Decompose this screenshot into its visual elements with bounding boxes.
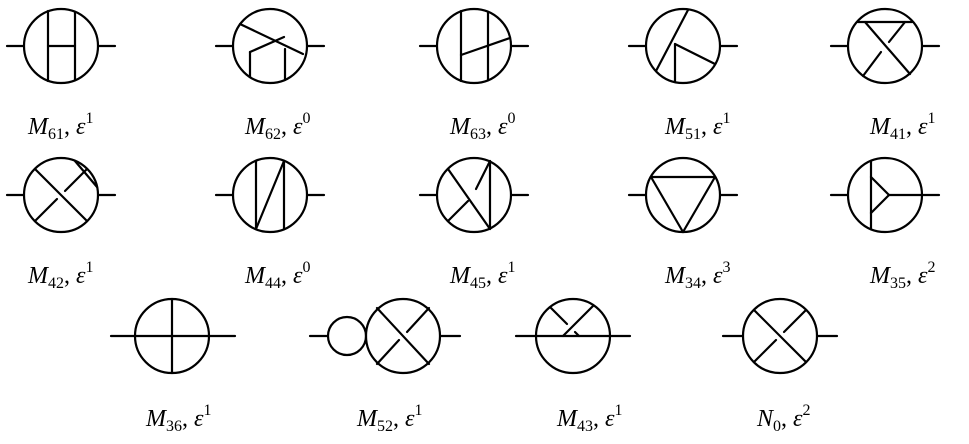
diagram-m51 xyxy=(627,7,739,85)
diagram-m63 xyxy=(418,7,530,85)
diagram-m61 xyxy=(5,7,117,85)
diagram-m44 xyxy=(214,156,326,234)
label-m62: M62, ε0 xyxy=(244,110,310,143)
label-m34: M34, ε3 xyxy=(664,259,730,292)
label-m52: M52, ε1 xyxy=(356,402,422,435)
label-n0: N0, ε2 xyxy=(756,402,810,435)
diagram-m45 xyxy=(418,156,530,234)
label-m42: M42, ε1 xyxy=(27,259,93,292)
diagram-m35 xyxy=(829,156,941,234)
label-m43: M43, ε1 xyxy=(556,402,622,435)
label-m41: M41, ε1 xyxy=(869,110,935,143)
label-m35: M35, ε2 xyxy=(869,259,935,292)
diagram-m42 xyxy=(5,156,117,234)
diagram-n0 xyxy=(721,297,839,375)
diagram-m34 xyxy=(627,156,739,234)
label-m36: M36, ε1 xyxy=(145,402,211,435)
diagram-m52 xyxy=(308,297,462,375)
label-m51: M51, ε1 xyxy=(664,110,730,143)
diagram-m41 xyxy=(829,7,941,85)
label-m61: M61, ε1 xyxy=(27,110,93,143)
diagram-m36 xyxy=(109,297,237,375)
label-m44: M44, ε0 xyxy=(244,259,310,292)
label-m63: M63, ε0 xyxy=(449,110,515,143)
diagram-m62 xyxy=(214,7,326,85)
diagram-m43 xyxy=(514,297,632,375)
label-m45: M45, ε1 xyxy=(449,259,515,292)
